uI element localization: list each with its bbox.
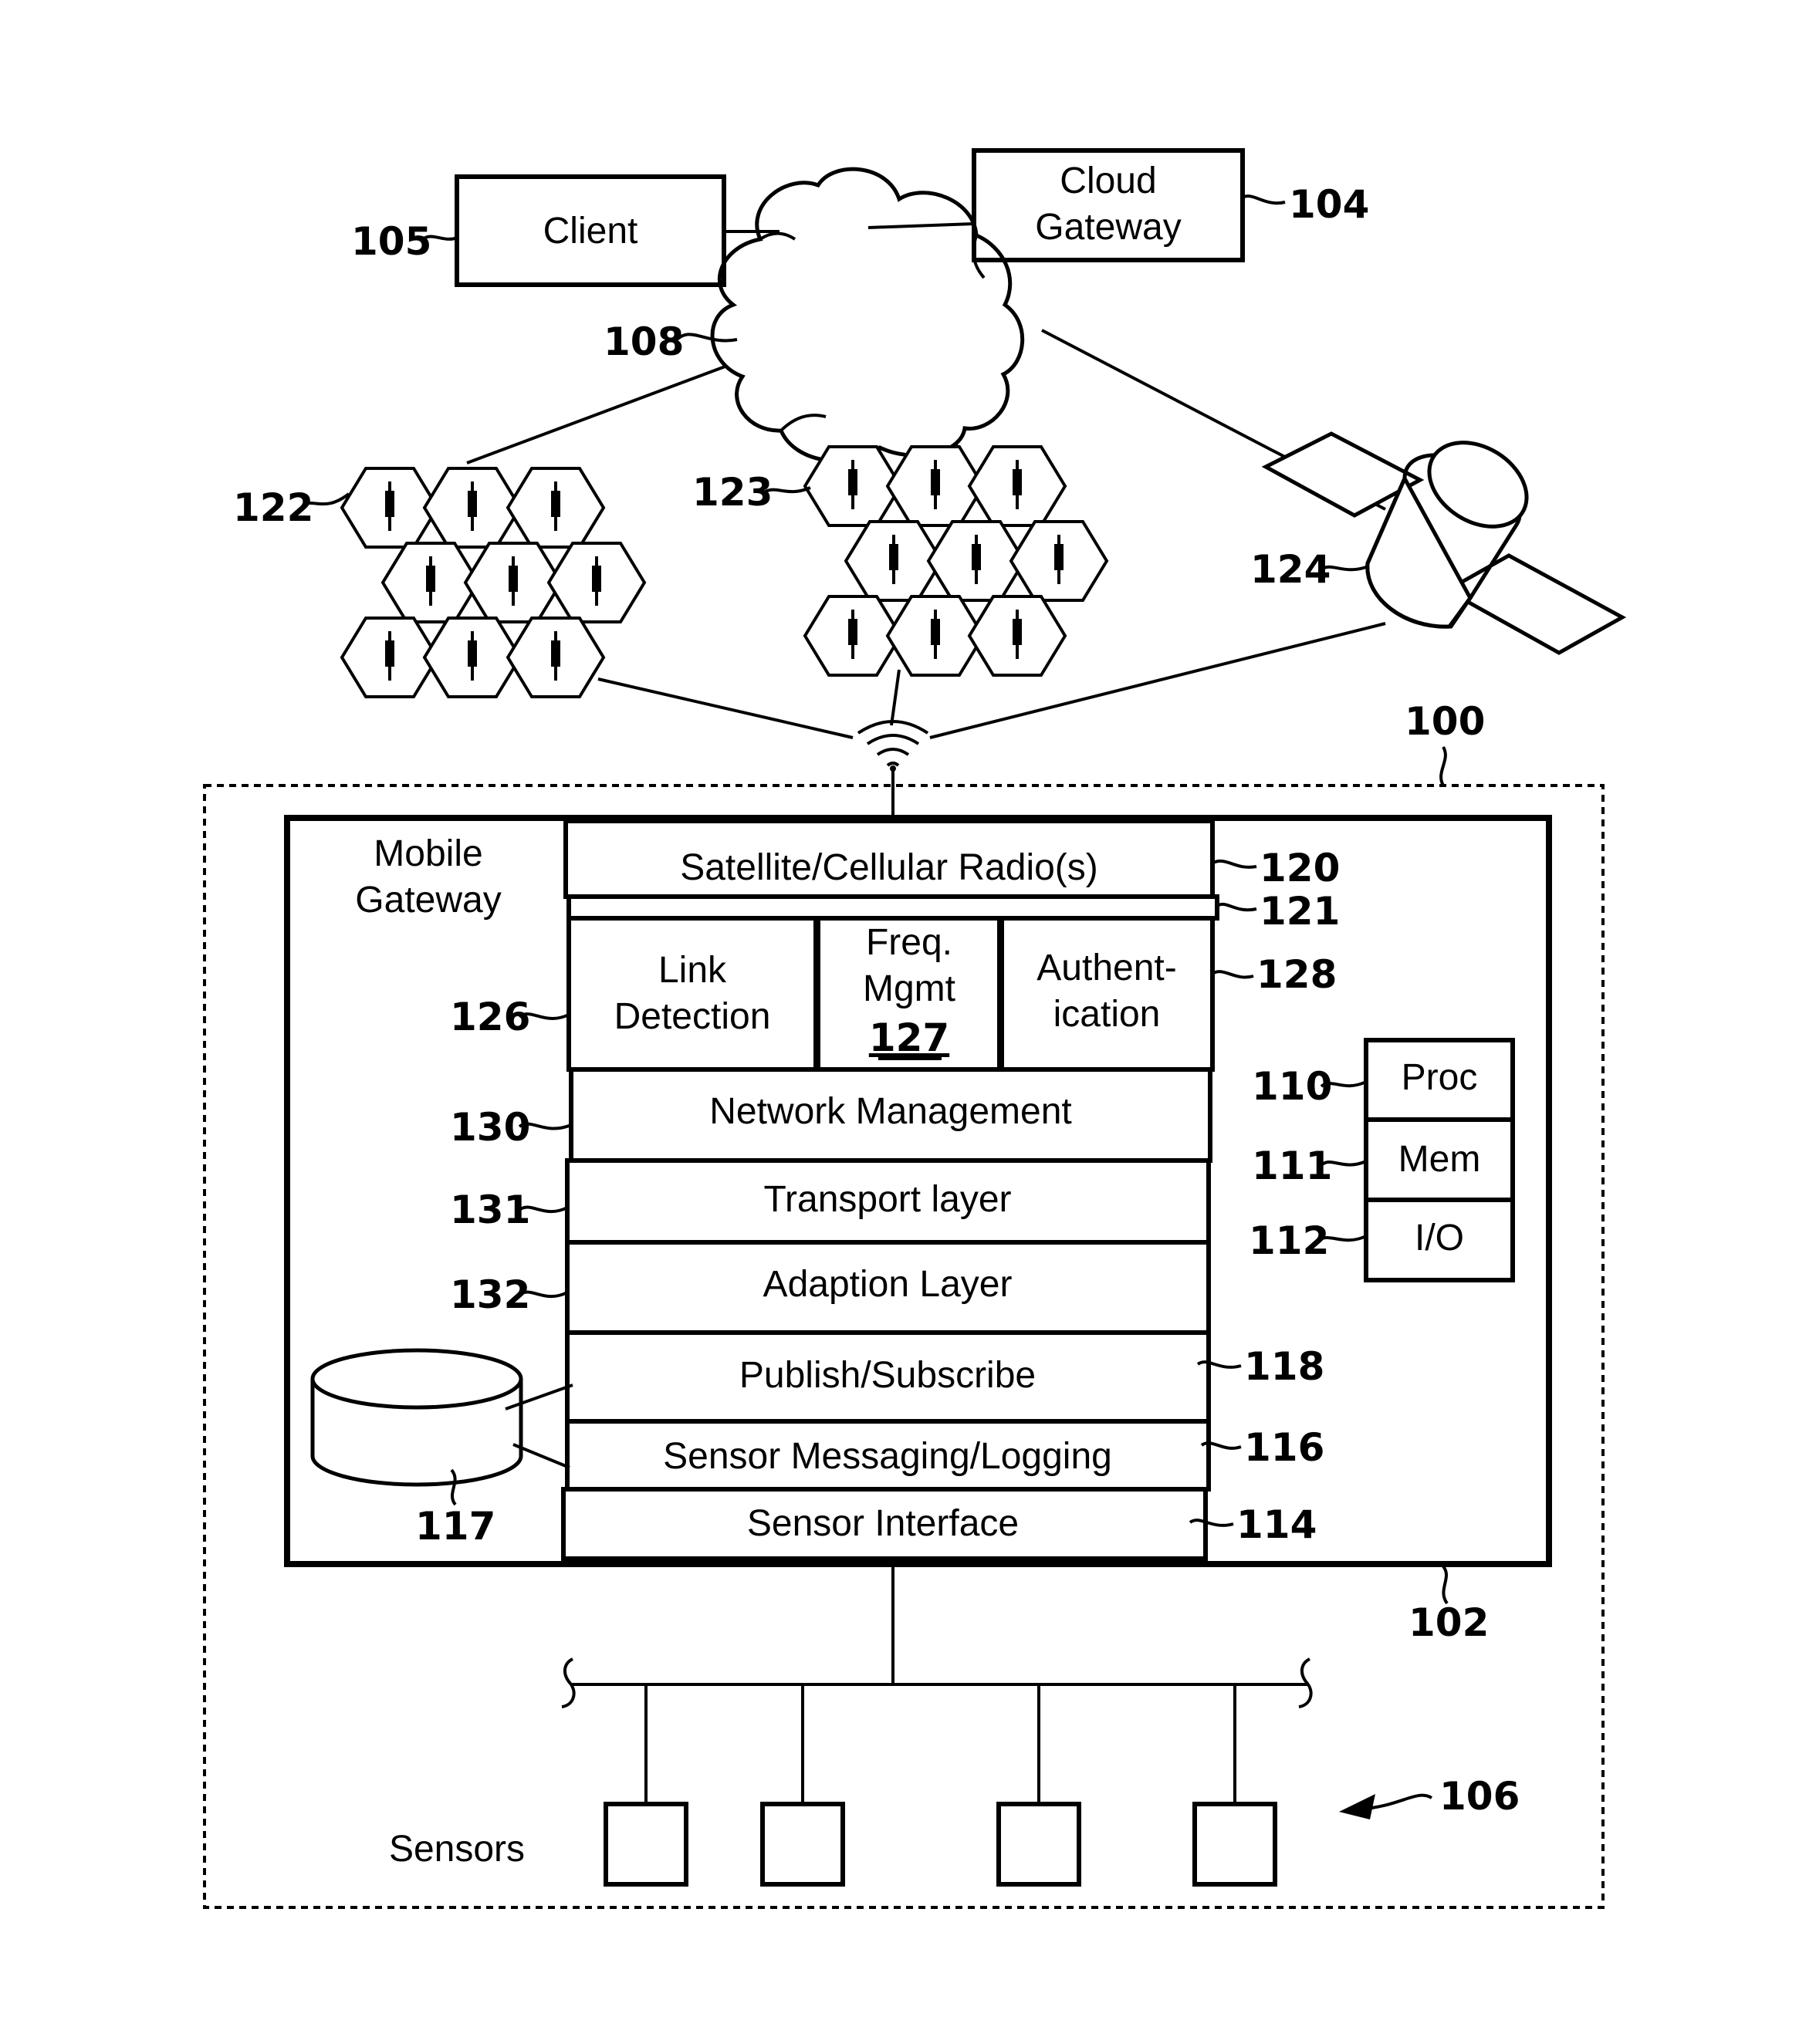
ref-121: 121 xyxy=(1260,889,1340,934)
freq-mgmt-label-line1: Freq. xyxy=(866,922,952,963)
satellite-icon xyxy=(1266,425,1622,653)
sensor-3 xyxy=(999,1804,1079,1884)
ref-104: 104 xyxy=(1289,182,1369,227)
ref-111: 111 xyxy=(1252,1144,1332,1188)
ref-132: 132 xyxy=(450,1272,530,1317)
ref-106: 106 xyxy=(1439,1774,1520,1819)
antenna-icon xyxy=(858,721,928,772)
authentication-label-line1: Authent- xyxy=(1037,948,1176,988)
mobile-gateway-label-line1: Mobile xyxy=(374,833,482,874)
ref-126: 126 xyxy=(450,995,530,1039)
ref-117: 117 xyxy=(415,1504,495,1549)
cloud-gateway-label-line2: Gateway xyxy=(1035,207,1181,248)
publish-subscribe-label: Publish/Subscribe xyxy=(739,1355,1036,1396)
authentication-label-line2: ication xyxy=(1053,994,1161,1035)
client-label: Client xyxy=(543,211,638,252)
sensor-bus xyxy=(562,1559,1311,1884)
sensor-messaging-label: Sensor Messaging/Logging xyxy=(663,1436,1112,1477)
sensor-4 xyxy=(1195,1804,1275,1884)
ref-116: 116 xyxy=(1244,1425,1324,1470)
transport-layer-label: Transport layer xyxy=(764,1179,1012,1220)
ref-123: 123 xyxy=(692,470,773,515)
mobile-gateway-label-line2: Gateway xyxy=(355,880,501,921)
hardware-block: Proc Mem I/O xyxy=(1366,1040,1513,1280)
ref-131: 131 xyxy=(450,1188,530,1232)
io-label: I/O xyxy=(1415,1218,1464,1258)
adaption-layer-label: Adaption Layer xyxy=(763,1264,1013,1305)
ref-112: 112 xyxy=(1249,1218,1329,1263)
freq-mgmt-label-line2: Mgmt xyxy=(863,968,955,1009)
ref-102: 102 xyxy=(1408,1600,1489,1645)
ref-110: 110 xyxy=(1252,1064,1332,1109)
ref-120: 120 xyxy=(1260,846,1340,890)
protocol-stack: Satellite/Cellular Radio(s) Link Detecti… xyxy=(563,821,1217,1559)
ref-105: 105 xyxy=(351,219,431,264)
radio-layer-label: Satellite/Cellular Radio(s) xyxy=(680,847,1098,888)
ref-130: 130 xyxy=(450,1105,530,1150)
ref-124: 124 xyxy=(1250,547,1331,592)
freq-mgmt-ref-127: 127 xyxy=(869,1015,949,1060)
cloud-gateway-label-line1: Cloud xyxy=(1060,160,1156,201)
ref-100: 100 xyxy=(1405,699,1485,744)
ref-118: 118 xyxy=(1244,1344,1324,1389)
cloud-gateway-node: Cloud Gateway xyxy=(974,150,1243,260)
sensor-interface-label: Sensor Interface xyxy=(747,1503,1019,1544)
sensor-2 xyxy=(763,1804,843,1884)
client-node: Client xyxy=(457,177,724,285)
ref-114: 114 xyxy=(1236,1502,1317,1547)
link-detection-label-line1: Link xyxy=(658,950,727,991)
link-detection-label-line2: Detection xyxy=(614,996,771,1037)
sensor-1 xyxy=(606,1804,686,1884)
ref-108: 108 xyxy=(604,319,684,364)
network-management-label: Network Management xyxy=(709,1091,1072,1132)
proc-label: Proc xyxy=(1402,1057,1478,1098)
ref-122: 122 xyxy=(233,485,313,530)
ref-128: 128 xyxy=(1256,952,1337,997)
cellular-network-122 xyxy=(342,468,644,697)
sensors-label: Sensors xyxy=(389,1829,525,1870)
cellular-network-123 xyxy=(805,447,1107,675)
database-icon xyxy=(313,1350,573,1485)
mem-label: Mem xyxy=(1398,1139,1481,1180)
